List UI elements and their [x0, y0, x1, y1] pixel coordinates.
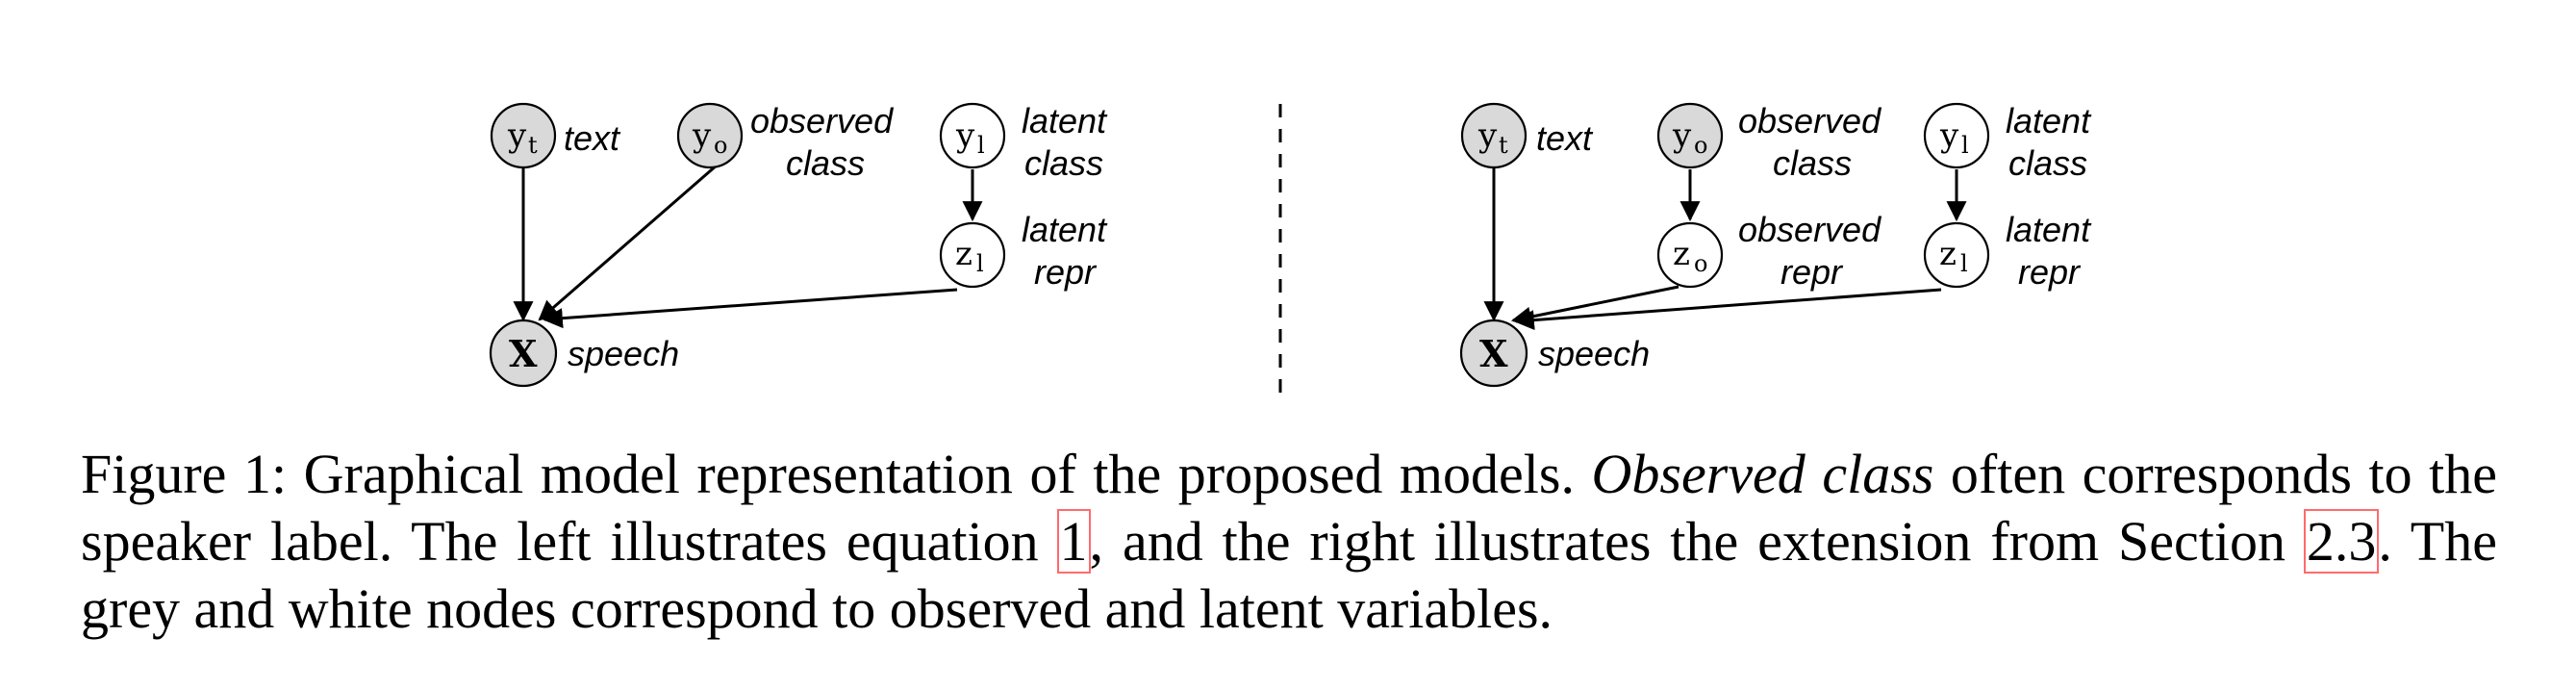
svg-text:t: t: [528, 132, 538, 159]
label-latent: latent: [1022, 101, 1108, 140]
label-class: class: [786, 143, 865, 183]
label-observed: observed: [1738, 210, 1881, 249]
svg-text:y: y: [1672, 116, 1692, 155]
label-latent: latent: [1022, 210, 1108, 249]
svg-text:l: l: [977, 132, 985, 159]
caption-text: , and the right illustrates the extensio…: [1089, 510, 2305, 573]
svg-text:l: l: [1961, 132, 1969, 159]
svg-text:y: y: [1939, 116, 1959, 155]
label-repr: repr: [2018, 252, 2082, 292]
equation-ref-link[interactable]: 1: [1056, 509, 1091, 574]
node-x: X: [1459, 319, 1528, 388]
label-observed: observed: [750, 101, 894, 140]
svg-text:y: y: [955, 116, 975, 155]
left-panel: y t y o y l z l X text observed class la…: [489, 101, 1108, 388]
svg-text:X: X: [1479, 332, 1508, 375]
svg-text:z: z: [955, 235, 972, 273]
node-yt: y t: [490, 102, 557, 169]
label-class: class: [1773, 143, 1852, 183]
label-latent: latent: [2006, 101, 2092, 140]
label-class: class: [2008, 143, 2087, 183]
label-class: class: [1024, 143, 1103, 183]
label-speech: speech: [1538, 334, 1650, 373]
svg-text:l: l: [1960, 250, 1968, 277]
edge-yo-to-x: [538, 156, 726, 321]
right-panel: y t y o y l z o z l X text observed: [1459, 101, 2092, 388]
node-zo: z o: [1656, 221, 1724, 289]
label-repr: repr: [1034, 252, 1098, 292]
node-yl: y l: [939, 102, 1006, 169]
node-yo: y o: [676, 102, 744, 169]
edge-zo-to-x: [1510, 285, 1679, 327]
label-speech: speech: [568, 334, 679, 373]
figure-caption: Figure 1: Graphical model representation…: [81, 441, 2497, 643]
svg-text:o: o: [1694, 250, 1707, 277]
svg-text:t: t: [1499, 132, 1508, 159]
node-zl: z l: [1923, 221, 1990, 289]
svg-text:X: X: [509, 332, 538, 375]
edge-zl-to-x: [1513, 288, 1942, 331]
node-yl: y l: [1923, 102, 1990, 169]
svg-text:o: o: [1694, 132, 1707, 159]
label-observed: observed: [1738, 101, 1881, 140]
svg-text:y: y: [507, 116, 527, 155]
label-latent: latent: [2006, 210, 2092, 249]
label-text: text: [564, 118, 621, 158]
caption-text: . The grey and white nodes correspond to…: [81, 510, 2497, 640]
edge-zl-to-x: [542, 288, 958, 329]
svg-text:l: l: [976, 250, 984, 277]
svg-text:o: o: [714, 132, 727, 159]
node-yt: y t: [1460, 102, 1528, 169]
node-yo: y o: [1656, 102, 1724, 169]
graphical-model-figure: y t y o y l z l X text observed class la…: [489, 101, 2092, 393]
caption-text: often corresponds to the speaker label. …: [81, 443, 2497, 573]
svg-text:y: y: [1477, 116, 1498, 155]
caption-emphasis: Observed class: [1591, 443, 1934, 505]
node-x: X: [489, 319, 558, 388]
svg-text:z: z: [1673, 235, 1690, 273]
label-text: text: [1536, 118, 1594, 158]
svg-text:y: y: [692, 116, 712, 155]
label-repr: repr: [1780, 252, 1844, 292]
svg-text:z: z: [1939, 235, 1957, 273]
node-zl: z l: [939, 221, 1006, 289]
caption-text: Figure 1: Graphical model representation…: [81, 443, 1592, 505]
section-ref-link[interactable]: 2.3: [2303, 509, 2380, 574]
